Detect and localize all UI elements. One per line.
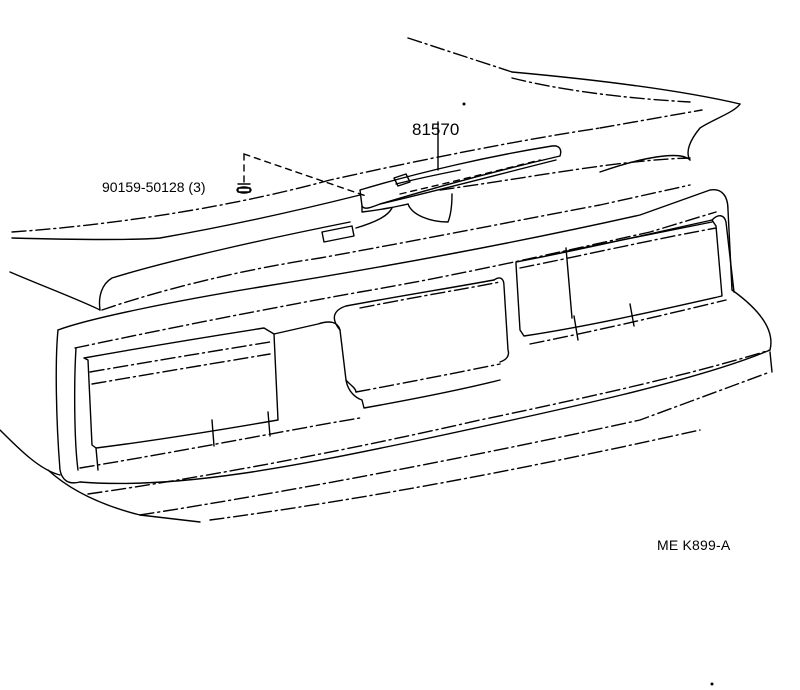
part-number-label-81570: 81570 <box>412 120 460 139</box>
right-tail-lamp <box>515 215 735 345</box>
center-garnish <box>333 277 510 409</box>
left-tail-lamp <box>79 321 361 471</box>
stray-marks <box>462 102 714 686</box>
fastener-screw <box>236 153 367 197</box>
high-mount-stop-lamp <box>321 121 562 243</box>
trunk-lid <box>9 37 741 311</box>
rear-panel <box>0 189 773 523</box>
diagram-reference-code: ME K899-A <box>657 537 731 553</box>
part-number-label-fastener: 90159-50128 (3) <box>102 179 206 195</box>
